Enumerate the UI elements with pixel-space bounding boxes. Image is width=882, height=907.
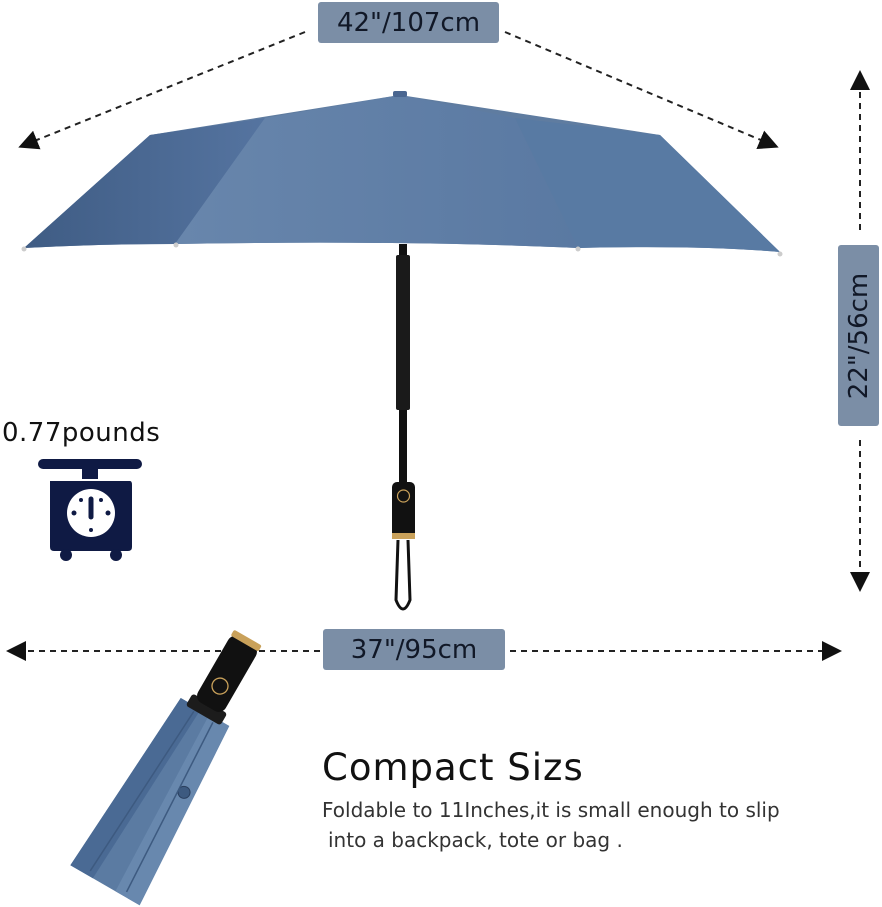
description-line-2: into a backpack, tote or bag . (328, 828, 623, 852)
height-label: 22"/56cm (838, 245, 879, 426)
length-label-text: 37"/95cm (350, 634, 478, 665)
width-arrow-left (18, 31, 306, 150)
width-label-text: 42"/107cm (336, 7, 481, 38)
height-label-text: 22"/56cm (843, 272, 874, 399)
length-label: 37"/95cm (323, 629, 505, 670)
width-label: 42"/107cm (318, 2, 499, 43)
compact-description: Foldable to 11Inches,it is small enough … (322, 795, 842, 855)
compact-title: Compact Sizs (322, 746, 584, 789)
description-line-1: Foldable to 11Inches,it is small enough … (322, 798, 780, 822)
weight-label: 0.77pounds (2, 418, 161, 448)
width-arrow-right (504, 31, 779, 149)
scale-icon (38, 459, 142, 561)
